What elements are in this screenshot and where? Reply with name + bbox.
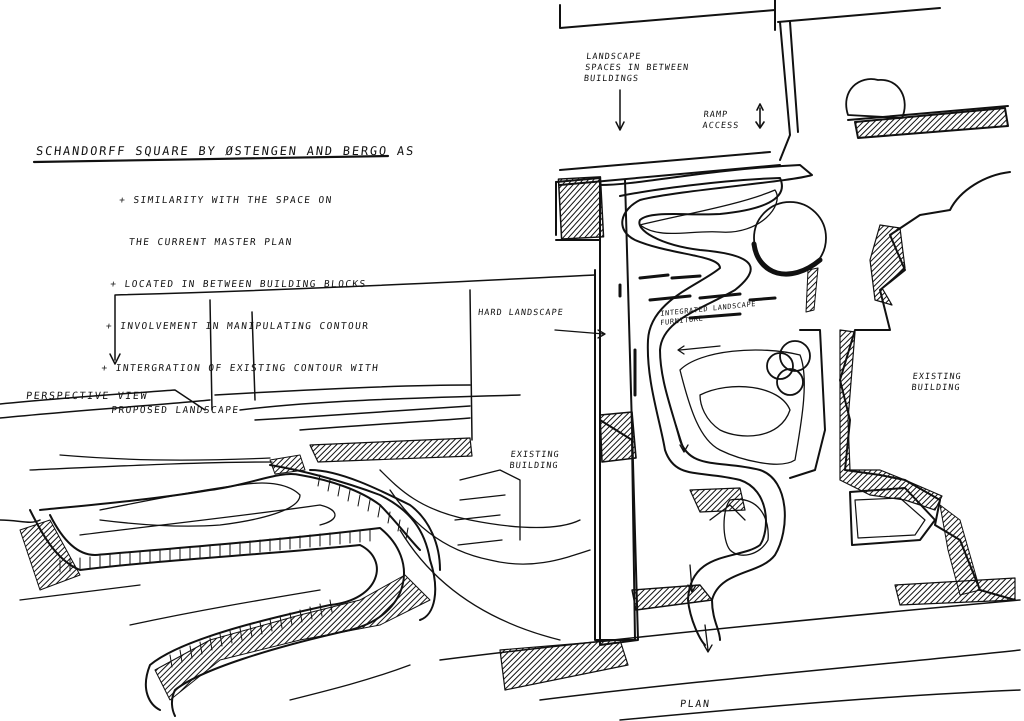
design-note: + SIMILARITY WITH THE SPACE ON [118,195,334,206]
plan-winding-path [599,164,813,646]
perspective-buildings [0,289,521,523]
design-note: + LOCATED IN BETWEEN BUILDING BLOCKS [109,279,368,290]
label-existing-building-center: EXISTING BUILDING [508,450,561,471]
design-notes: + SIMILARITY WITH THE SPACE ON THE CURRE… [93,166,400,446]
perspective-contours [19,454,591,701]
design-note: THE CURRENT MASTER PLAN [114,237,294,248]
plan-arrows [554,329,721,653]
plan-top-buildings [559,0,941,186]
design-note: + INVOLVEMENT IN MANIPULATING CONTOUR [105,321,370,332]
plan-contours [639,189,805,556]
title-underline [32,154,390,164]
perspective-leader [109,274,596,365]
plan-trees [751,201,827,396]
ramp-arrow [755,103,765,129]
plan-furniture [618,273,777,397]
design-note: PROPOSED LANDSCAPE [96,405,240,416]
tree-top-right [845,78,906,119]
landscape-spaces-arrow [615,89,625,131]
label-perspective-view: PERSPECTIVE VIEW [25,391,149,402]
label-plan: PLAN [679,699,712,710]
label-ramp-access: RAMP ACCESS [701,110,740,131]
right-top-building-hatch [854,107,1009,139]
label-hard-landscape: HARD LANDSCAPE [477,308,565,318]
label-landscape-spaces: LANDSCAPE SPACES IN BETWEEN BUILDINGS [583,52,690,84]
plan-steps-hatch [557,176,605,240]
plan-hard-landscape [555,177,639,646]
label-existing-building-right: EXISTING BUILDING [910,372,963,393]
drawing-title: SCHANDORFF SQUARE BY ØSTENGEN AND BERGO … [35,144,416,158]
right-small-structure [849,487,936,546]
perspective-existing-building [454,469,521,546]
design-note: + INTERGRATION OF EXISTING CONTOUR WITH [100,363,380,374]
